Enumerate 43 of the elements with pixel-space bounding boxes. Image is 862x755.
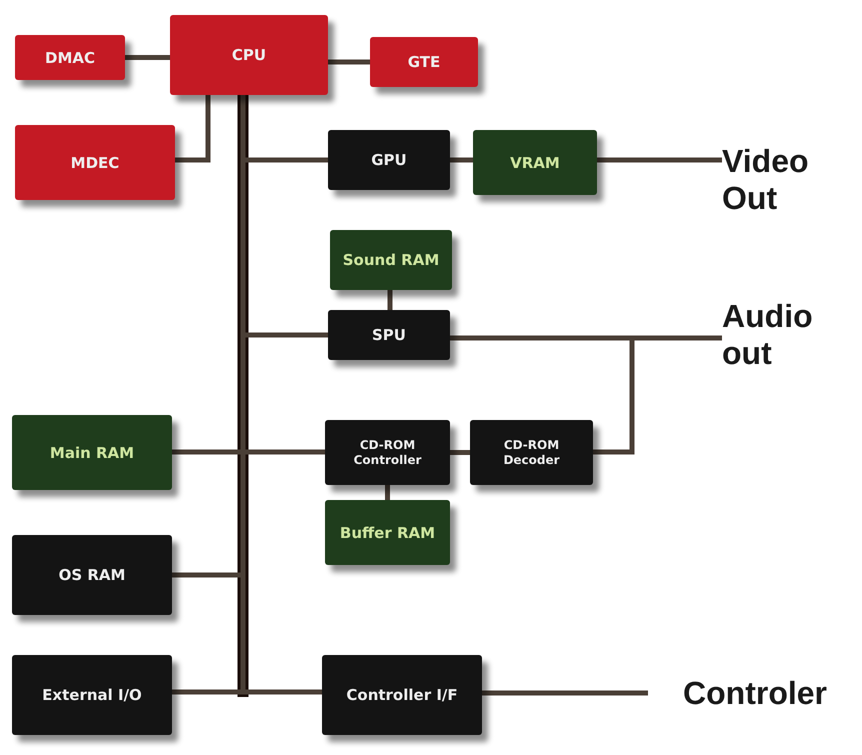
connector-line [175,95,210,162]
chip-block [328,130,450,190]
connector-line [597,158,722,162]
block-label: GPU [370,151,408,169]
block-label: CD-ROM Decoder [502,438,561,467]
block-label: CD-ROM Controller [352,438,422,467]
bus-line [238,95,248,697]
block-label: MDEC [70,154,120,172]
output-label: Video Out [722,143,810,217]
connector-line [388,290,392,310]
connector-line [385,485,390,500]
block-label: External I/O [41,686,143,704]
chip-block [170,15,328,95]
chip-block [470,420,593,485]
block-label: Sound RAM [342,251,440,269]
chip-block [322,655,482,735]
chip-block [15,35,125,80]
connector-line [482,690,648,696]
connector-line [328,60,370,64]
block-label: DMAC [44,48,96,66]
block-label: VRAM [509,154,561,172]
block-label: Buffer RAM [338,524,436,542]
chip-block [15,125,175,200]
chip-block [370,37,478,87]
connector-line [450,158,473,162]
chip-block [328,310,450,360]
block-label: GTE [406,53,442,71]
block-label: OS RAM [58,566,126,584]
chip-block [325,500,450,565]
block-label: SPU [371,326,407,344]
output-label: Controler [683,674,827,712]
chip-block [12,535,172,615]
chip-block [325,420,450,485]
connector-line [450,450,470,455]
block-label: Controller I/F [345,686,459,704]
chip-block [12,655,172,735]
output-label: Audio out [722,298,814,372]
block-label: Main RAM [48,444,136,462]
connector-line [125,55,170,60]
chip-block [330,230,452,290]
block-label: CPU [230,46,268,64]
chip-block [12,415,172,490]
chip-block [473,130,597,195]
